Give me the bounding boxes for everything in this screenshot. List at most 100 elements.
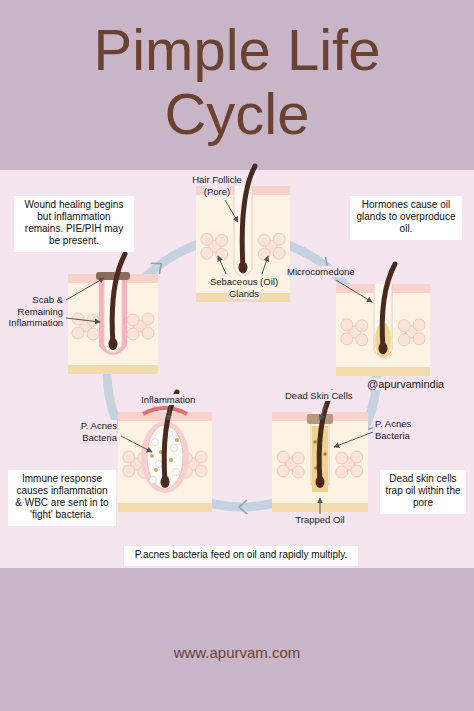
leader-line [336, 280, 372, 302]
dot [169, 458, 173, 462]
hair [112, 254, 125, 344]
dot [201, 233, 213, 245]
dot [175, 438, 179, 442]
hair [319, 392, 332, 482]
leader-line [218, 256, 226, 274]
part-label: P. Acnes Bacteria [66, 420, 118, 443]
dot [351, 451, 363, 463]
label-text: Hair Follicle (Pore) [192, 174, 242, 197]
dot [152, 439, 159, 446]
hair-bulb [161, 476, 170, 488]
label-text: Trapped Oil [295, 514, 344, 525]
fat-layer [68, 365, 158, 374]
part-label: Inflammation [140, 394, 210, 406]
note-text: P.acnes bacteria feed on oil and rapidly… [129, 549, 353, 561]
dot [277, 451, 289, 463]
dot [142, 313, 154, 325]
leader-line [121, 436, 152, 452]
note-box: Immune response causes inflammation & WB… [8, 470, 116, 526]
part-label: Dead Skin Cells [284, 390, 368, 402]
part-label: Microcomedone [286, 266, 366, 278]
hair-bulb [316, 476, 325, 488]
dot [313, 440, 317, 444]
dot [173, 469, 180, 476]
dot [413, 333, 425, 345]
dot [336, 466, 348, 478]
note-box: Dead skin cells trap oil within the pore [380, 470, 466, 514]
dot [87, 314, 99, 326]
dot [398, 320, 410, 332]
dot [216, 234, 228, 246]
dot [413, 319, 425, 331]
label-text: Sebaceous (Oil) Glands [210, 276, 278, 299]
leader-line [168, 407, 170, 420]
hair [242, 166, 255, 268]
dot [341, 333, 353, 345]
dot [356, 320, 368, 332]
dot [273, 233, 285, 245]
fat-layer [336, 367, 430, 376]
part-label: Scab & Remaining Inflammation [6, 294, 64, 329]
note-text: Wound healing begins but inflammation re… [19, 199, 129, 247]
dot [351, 465, 363, 477]
dot [216, 248, 228, 260]
skin-section [272, 392, 368, 512]
leader-line [225, 200, 238, 222]
dot [150, 477, 157, 484]
leader-line [320, 404, 326, 420]
label-text: P. Acnes Bacteria [375, 418, 411, 441]
title: Pimple Life Cycle [57, 18, 417, 146]
skin-section [118, 392, 212, 512]
hair-bulb [109, 338, 118, 350]
dot [123, 451, 135, 463]
dot [201, 247, 213, 259]
website: www.apurvam.com [137, 644, 337, 661]
cycle-arrow [239, 500, 247, 514]
dot [292, 452, 304, 464]
part-label: Trapped Oil [288, 514, 352, 526]
leader-line [334, 432, 373, 447]
epidermis [118, 412, 212, 421]
skin-section [68, 254, 158, 374]
hair [164, 392, 177, 482]
note-box: Wound healing begins but inflammation re… [14, 196, 134, 252]
hair-bulb [239, 262, 248, 274]
dot [398, 334, 410, 346]
part-label: Hair Follicle (Pore) [186, 174, 248, 197]
dot [356, 334, 368, 346]
dot [341, 319, 353, 331]
dot [154, 468, 158, 472]
panel [0, 170, 474, 568]
dot [171, 445, 178, 452]
leader-line [262, 256, 268, 274]
dot [156, 461, 163, 468]
dot [323, 452, 327, 456]
dot [258, 248, 270, 260]
note-text: Immune response causes inflammation & WB… [13, 473, 111, 521]
note-box: P.acnes bacteria feed on oil and rapidly… [124, 546, 358, 566]
dot [273, 247, 285, 259]
hair [382, 264, 395, 348]
dot [195, 465, 207, 477]
dot [277, 465, 289, 477]
note-text: Dead skin cells trap oil within the pore [385, 473, 461, 509]
label-text: Microcomedone [287, 266, 355, 277]
label-text: Dead Skin Cells [285, 390, 353, 401]
dot [87, 328, 99, 340]
dot [127, 328, 139, 340]
hair-bulb [379, 342, 388, 354]
label-text: Scab & Remaining Inflammation [9, 294, 63, 328]
dot [142, 327, 154, 339]
leader-line [66, 278, 104, 300]
label-text: Inflammation [141, 394, 195, 405]
inflammation-arc [143, 408, 187, 414]
dot [150, 454, 154, 458]
dot [292, 466, 304, 478]
handle: @apurvamindia [366, 378, 452, 391]
part-label: Sebaceous (Oil) Glands [204, 276, 284, 299]
dot [127, 314, 139, 326]
part-label: P. Acnes Bacteria [374, 418, 426, 441]
